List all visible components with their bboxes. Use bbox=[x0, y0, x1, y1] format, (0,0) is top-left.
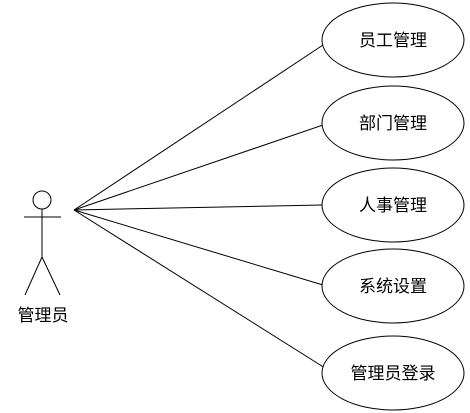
use-case-label: 系统设置 bbox=[359, 277, 427, 297]
use-case-label: 员工管理 bbox=[359, 31, 427, 51]
use-case-system-settings: 系统设置 bbox=[321, 248, 465, 324]
associations bbox=[73, 44, 326, 369]
use-case-staff-management: 员工管理 bbox=[321, 2, 465, 78]
actor-left-leg bbox=[24, 256, 43, 296]
association-line-4 bbox=[73, 209, 324, 286]
use-case-label: 部门管理 bbox=[359, 114, 427, 134]
use-case-admin-login: 管理员登录 bbox=[321, 335, 465, 411]
use-case-ellipse bbox=[321, 167, 465, 243]
association-line-3 bbox=[73, 204, 323, 211]
actor-right-leg bbox=[41, 256, 61, 296]
use-case-ellipse bbox=[321, 85, 465, 161]
actor-figure bbox=[24, 190, 61, 296]
association-line-1 bbox=[73, 44, 324, 211]
association-line-2 bbox=[73, 124, 324, 211]
use-case-ellipse bbox=[321, 248, 465, 324]
use-case-department-management: 部门管理 bbox=[321, 85, 465, 161]
actor-label: 管理员 bbox=[18, 306, 69, 326]
use-case-label: 人事管理 bbox=[359, 196, 427, 216]
use-case-ellipse bbox=[321, 2, 465, 78]
use-case-label: 管理员登录 bbox=[351, 364, 436, 384]
use-case-ellipse bbox=[321, 335, 465, 411]
actor-head bbox=[32, 190, 52, 210]
use-case-personnel-management: 人事管理 bbox=[321, 167, 465, 243]
association-line-5 bbox=[73, 209, 326, 369]
